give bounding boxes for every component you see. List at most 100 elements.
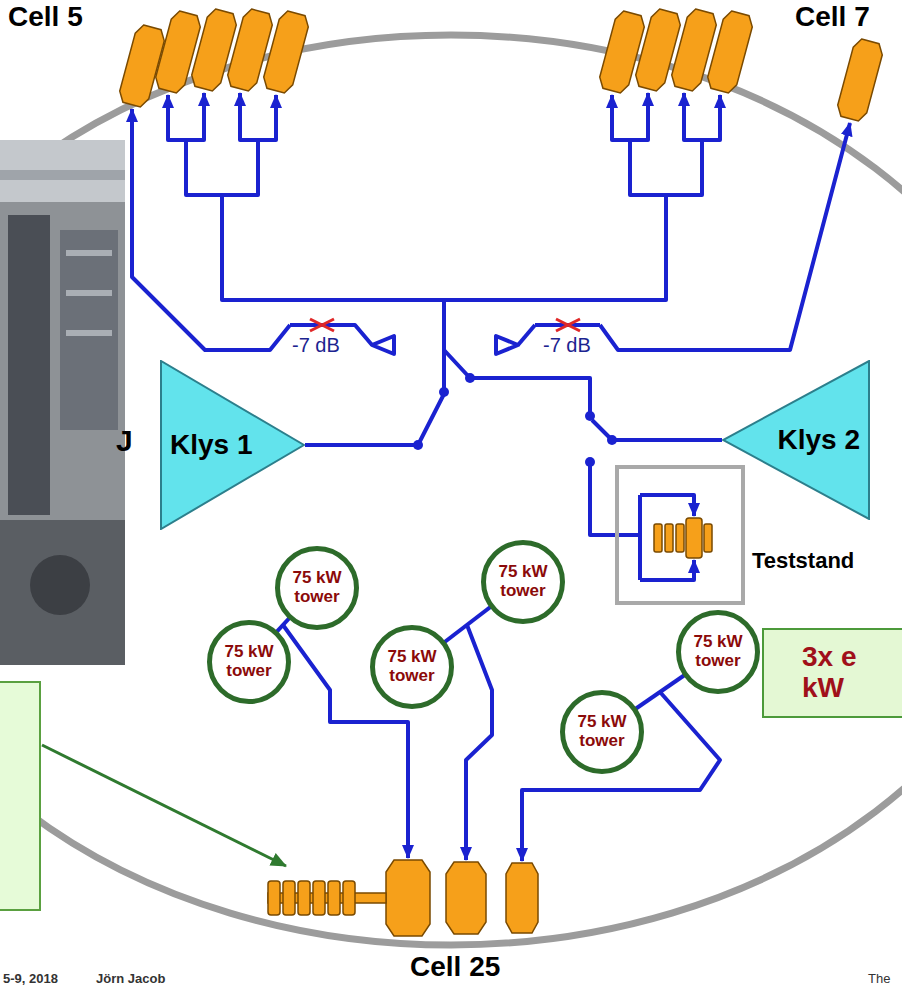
waveguide (600, 123, 850, 350)
cavity-cell (676, 524, 684, 552)
switch-contact (585, 457, 595, 467)
klystron-shape (161, 361, 304, 529)
cross-mark (310, 319, 334, 331)
label-anchor: -7 dB (543, 334, 591, 356)
cavity (386, 860, 430, 936)
label-anchor: Cell 7 (795, 2, 870, 33)
waveguide (186, 140, 258, 195)
switch-contact (607, 435, 617, 445)
waveguide (522, 692, 720, 861)
tower-circle: 75 kW tower (676, 610, 760, 694)
attenuation-label: -7 dB (292, 334, 340, 356)
photo-detail (30, 555, 90, 615)
waveguide-network (132, 93, 850, 861)
photo-machine (0, 520, 125, 665)
cross-mark (556, 319, 580, 331)
klystron-label: Klys 2 (778, 425, 861, 456)
tower-label: 75 kW tower (216, 643, 282, 680)
photo-detail (0, 170, 125, 180)
waveguide (684, 93, 702, 140)
cavity (835, 37, 885, 122)
cavity-cell (654, 524, 662, 552)
clipped-letter: J (116, 424, 133, 457)
waveguide (222, 195, 666, 300)
teststand-box: Teststand (615, 465, 745, 605)
tower-circle: 75 kW tower (275, 546, 359, 630)
switch-contact (413, 440, 423, 450)
waveguide (638, 495, 642, 580)
waveguide (168, 95, 186, 140)
cell-label: Cell 7 (795, 2, 870, 33)
label-anchor: J (116, 424, 133, 457)
label-anchor: -7 dB (292, 334, 340, 356)
footer-author: Jörn Jacob (96, 972, 165, 986)
footer-date: 5-9, 2018 (3, 972, 58, 986)
cavity (506, 863, 538, 933)
label-anchor: The (868, 972, 890, 986)
switch-contact (585, 411, 595, 421)
photo-detail (66, 290, 112, 296)
tower-label: 75 kW tower (685, 633, 751, 670)
storage-ring (0, 35, 902, 945)
waveguide (702, 95, 720, 140)
switch-lever (305, 394, 444, 445)
cell-label: Cell 5 (8, 2, 83, 33)
cavity-cell (704, 524, 712, 552)
waveguide (240, 93, 258, 140)
tower-circle: 75 kW tower (370, 625, 454, 709)
waveguide (640, 495, 694, 516)
waveguide (630, 140, 702, 195)
label-anchor: Cell 25 (410, 952, 500, 983)
label-anchor: Jörn Jacob (96, 972, 165, 986)
cavity-cell (268, 881, 280, 915)
cavity-cell (283, 881, 295, 915)
photo-ground (0, 140, 125, 665)
coupler-cross (310, 319, 580, 331)
note-box (0, 682, 40, 910)
pointer-arrow (42, 745, 286, 866)
cavity-cell (298, 881, 310, 915)
cavity-cell (313, 881, 325, 915)
cell-label: Cell 25 (410, 952, 500, 983)
waveguide (258, 95, 276, 140)
photo-detail (66, 250, 112, 256)
label-anchor: 5-9, 2018 (3, 972, 58, 986)
waveguide (444, 350, 590, 414)
cavity (261, 9, 311, 94)
waveguide (640, 560, 694, 580)
photo-rack (60, 230, 118, 430)
tower-label: 75 kW tower (284, 569, 350, 606)
tower-label: 75 kW tower (379, 648, 445, 685)
waveguide (442, 300, 446, 390)
klystron-triangle: Klys 1 (160, 360, 305, 530)
cavity-cell (686, 518, 702, 558)
cavity (705, 9, 755, 94)
coupler (518, 325, 535, 345)
tower-label: 75 kW tower (490, 563, 556, 600)
photo-ceiling (0, 140, 125, 202)
waveguide (132, 109, 290, 350)
waveguide (186, 93, 204, 140)
switch-contact (439, 387, 449, 397)
cavity-cell (328, 881, 340, 915)
photo-rack (8, 215, 50, 515)
cavity (446, 862, 486, 934)
load-symbol (372, 336, 394, 354)
tower-circle: 75 kW tower (481, 540, 565, 624)
callout-text: 3x e kW (802, 642, 874, 704)
switch-contacts (413, 373, 617, 467)
footer-text: The (868, 972, 890, 986)
waveguide (612, 95, 630, 140)
tower-circle: 75 kW tower (560, 690, 644, 774)
attenuation-label: -7 dB (543, 334, 591, 356)
klystron-label: Klys 1 (170, 430, 253, 461)
tower-label: 75 kW tower (569, 713, 635, 750)
switch-contact (465, 373, 475, 383)
callout-box: 3x e kW (762, 628, 902, 718)
waveguide (630, 93, 648, 140)
waveguide (466, 625, 492, 860)
cavity-cell (343, 881, 355, 915)
tower-circle: 75 kW tower (207, 620, 291, 704)
